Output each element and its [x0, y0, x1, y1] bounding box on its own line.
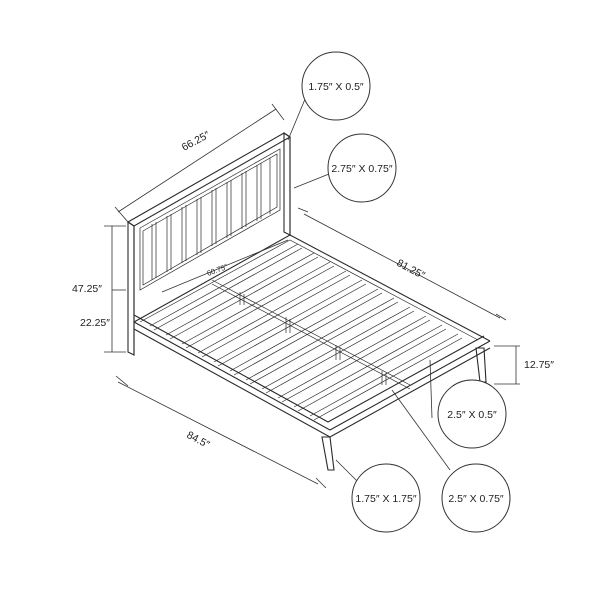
overall-height-label: 47.25″: [72, 283, 102, 295]
headboard-slats: [151, 158, 271, 280]
callout-slat: [437, 379, 507, 449]
headboard: [126, 131, 292, 356]
overall-length-label: 81.25″: [395, 257, 427, 282]
rail-height-label: 22.25″: [80, 317, 110, 329]
foot-legs: [321, 347, 487, 471]
headboard-width-label: 66.25″: [180, 129, 212, 154]
callout-leg: [351, 463, 421, 533]
callout-headboard-post-text: 1.75″ X 0.5″: [308, 81, 364, 93]
dimension-lines: [104, 103, 520, 489]
overall-width-label: 84.5″: [185, 429, 212, 451]
callout-side-rail-text: 2.5″ X 0.75″: [448, 493, 504, 505]
callouts: [287, 51, 511, 533]
callout-headboard-rail-text: 2.75″ X 0.75″: [331, 163, 392, 175]
bed-frame: [133, 234, 491, 438]
center-legs: [239, 292, 387, 385]
callout-leg-text: 1.75″ X 1.75″: [355, 493, 416, 505]
bed-slats: [149, 243, 463, 421]
callout-side-rail: [441, 463, 511, 533]
callout-slat-text: 2.5″ X 0.5″: [447, 409, 497, 421]
callout-headboard-post: [301, 51, 371, 121]
callout-headboard-rail: [327, 133, 397, 203]
leg-height-label: 12.75″: [524, 359, 554, 371]
